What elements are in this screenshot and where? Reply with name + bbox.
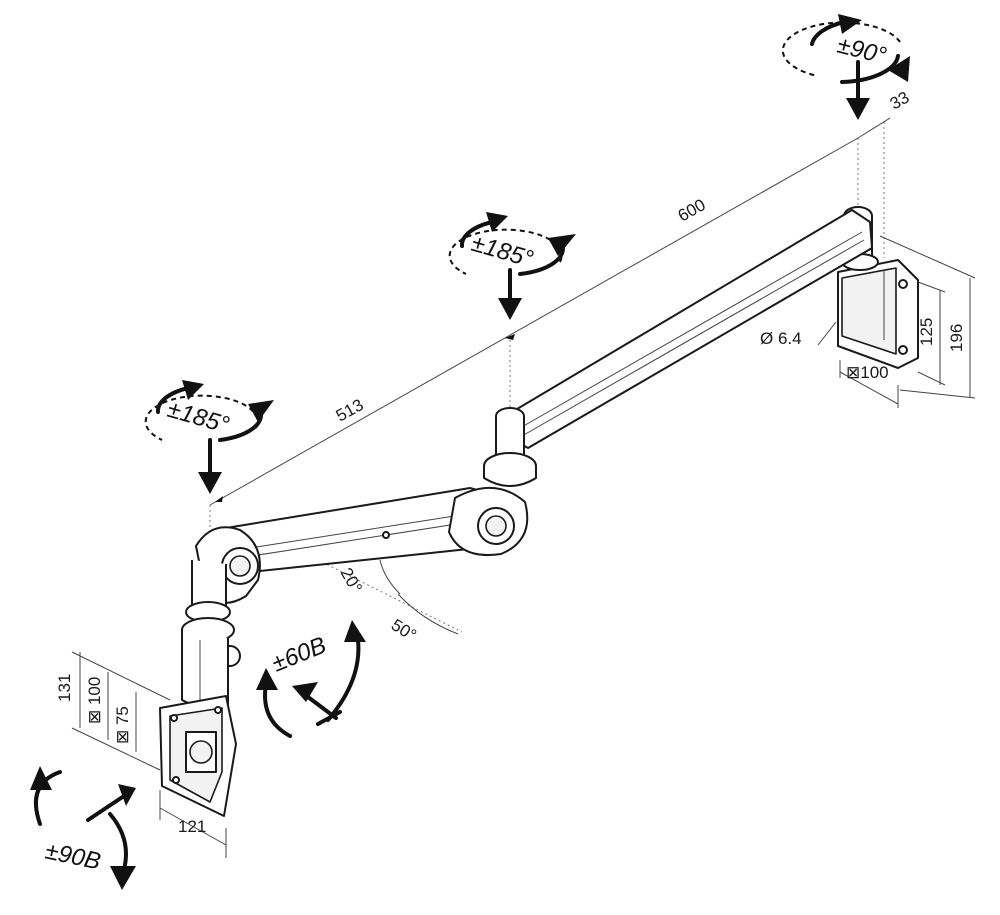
label-height-inner: 125 [917, 318, 936, 346]
rotation-middle-pivot [448, 212, 576, 320]
label-rotation-tilt: ±60B [268, 632, 330, 678]
rotation-front-pivot [144, 380, 274, 494]
label-wall-vesa: ⊠100 [846, 363, 889, 382]
label-rotation-front: ±185° [164, 396, 232, 439]
label-rotation-middle: ±185° [468, 230, 536, 273]
label-angle-down: 50° [388, 615, 420, 645]
label-vesa-large: ⊠ 100 [85, 677, 104, 724]
label-bracket-width: 121 [178, 817, 206, 836]
rotation-wall-pivot [781, 14, 910, 120]
label-vesa-small: ⊠ 75 [113, 706, 132, 744]
arm-structure [159, 206, 919, 817]
label-rotation-wall: ±90° [835, 32, 890, 70]
label-bracket-height: 131 [55, 674, 74, 702]
label-rotation-roll: ±90B [43, 837, 103, 875]
rotation-roll [30, 766, 136, 890]
label-span-outer: 600 [675, 195, 709, 225]
rotation-tilt [256, 620, 366, 738]
label-offset-top: 33 [887, 88, 913, 114]
label-span-inner: 513 [333, 395, 367, 425]
rotation-symbols [30, 14, 910, 890]
label-angle-up: 20° [337, 565, 366, 597]
label-height-outer: 196 [947, 324, 966, 352]
label-hole-diameter: Ø 6.4 [760, 329, 802, 348]
